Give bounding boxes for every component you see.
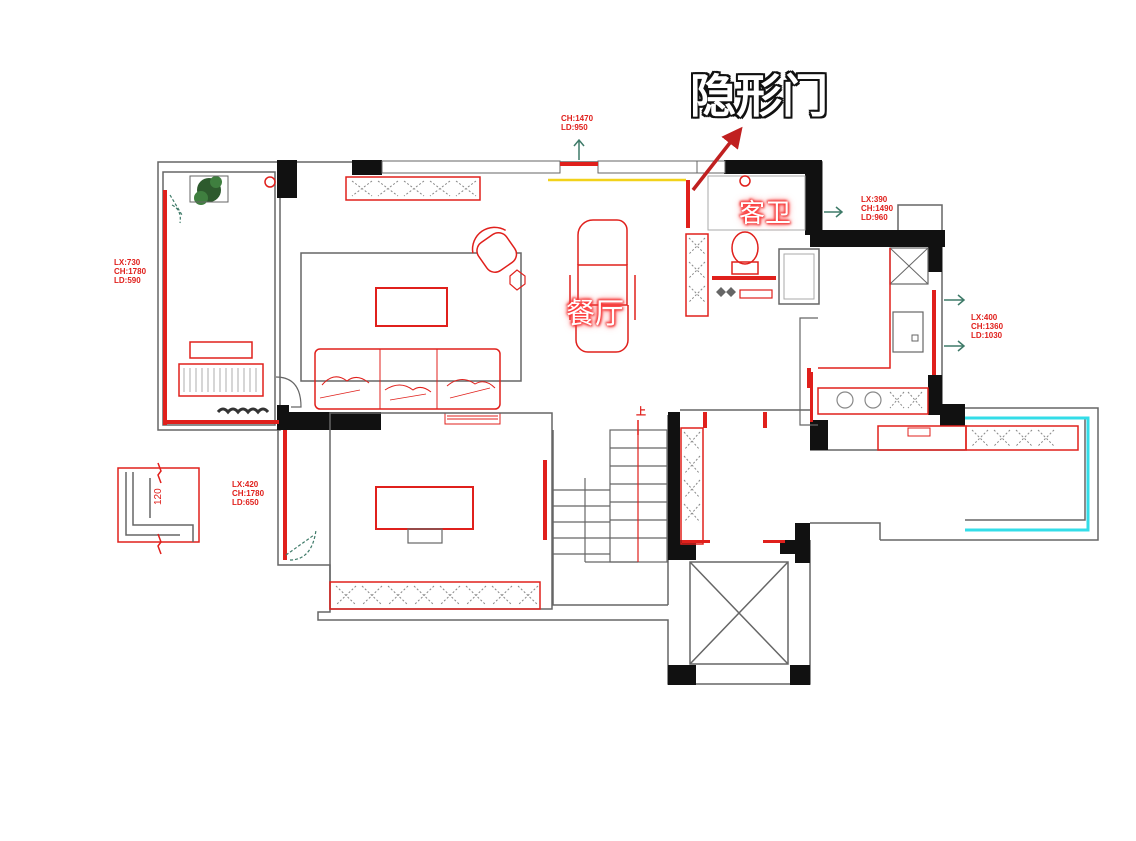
dim-line: LX:390 xyxy=(861,195,888,204)
dim-line: LX:420 xyxy=(232,480,259,489)
bedroom-area xyxy=(285,412,553,610)
guest-bath-fixtures xyxy=(707,175,820,305)
dim-line: LD:950 xyxy=(561,123,588,132)
dim-left-window: LX:730 CH:1780 LD:590 xyxy=(114,258,146,285)
red-wall-strips xyxy=(163,162,936,560)
dim-line: CH:1470 xyxy=(561,114,594,123)
dim-line: LX:730 xyxy=(114,258,141,267)
dim-line: CH:1360 xyxy=(971,322,1004,331)
dim-bedroom-window: LX:420 CH:1780 LD:650 xyxy=(232,480,264,507)
room-label-dining: 餐厅 xyxy=(566,296,625,330)
elevator xyxy=(689,561,789,665)
dim-line: CH:1780 xyxy=(114,267,147,276)
dining-area xyxy=(569,219,636,353)
stairs xyxy=(553,429,668,563)
dim-line: LD:590 xyxy=(114,276,141,285)
dim-bath-window: LX:390 CH:1490 LD:960 xyxy=(861,195,893,222)
balcony-glass xyxy=(965,416,1090,532)
dim-line: LX:400 xyxy=(971,313,998,322)
dim-line: LD:650 xyxy=(232,498,259,507)
living-area xyxy=(300,176,526,425)
windows xyxy=(381,160,726,174)
wall-detail xyxy=(117,462,200,555)
invisible-door-arrow xyxy=(691,126,743,192)
dim-line: LD:1030 xyxy=(971,331,1003,340)
dim-kitchen-window: LX:400 CH:1360 LD:1030 xyxy=(971,313,1003,340)
stair-up-label: 上 xyxy=(636,407,646,418)
dim-line: LD:960 xyxy=(861,213,888,222)
dim-line: CH:1780 xyxy=(232,489,265,498)
dim-line: CH:1490 xyxy=(861,204,894,213)
wall-blocks xyxy=(277,160,965,685)
window-arrows xyxy=(573,138,966,352)
corridor-cabinets xyxy=(680,233,1079,545)
detail-dimension: 120 xyxy=(153,488,164,505)
left-room-furniture xyxy=(169,175,302,415)
invisible-door-callout: 隐形门 xyxy=(690,69,828,123)
kitchen-fixtures xyxy=(799,247,929,426)
door-marks xyxy=(682,368,811,543)
room-label-guest-bath: 客卫 xyxy=(739,199,792,229)
dim-top-window: CH:1470 LD:950 xyxy=(561,114,593,132)
